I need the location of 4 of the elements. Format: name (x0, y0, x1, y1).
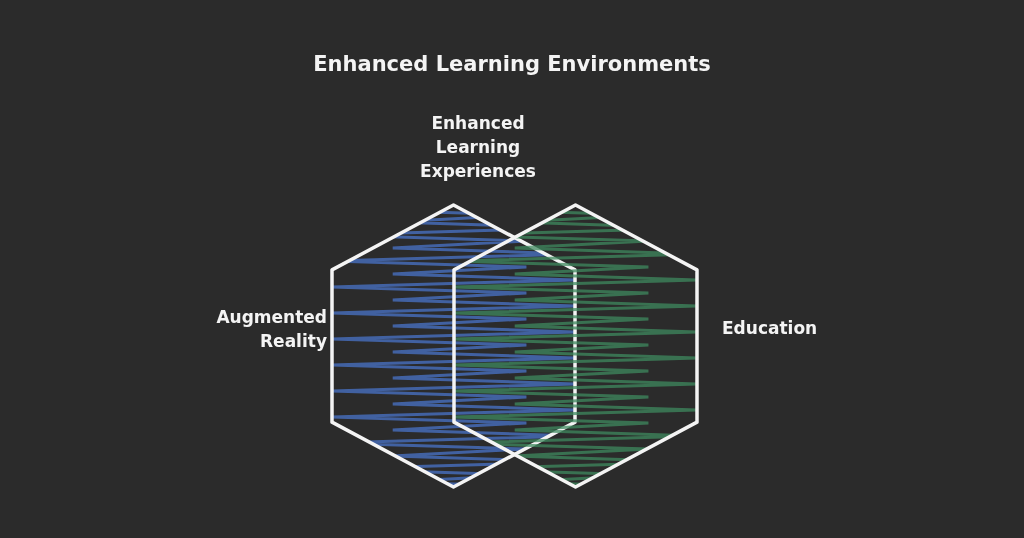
overlap-label: Enhanced Learning Experiences (419, 112, 537, 183)
hexagon-label: Education (722, 317, 819, 340)
diagram-title: Enhanced Learning Environments (312, 52, 712, 76)
hexagon-label: Augmented Reality (215, 306, 327, 353)
